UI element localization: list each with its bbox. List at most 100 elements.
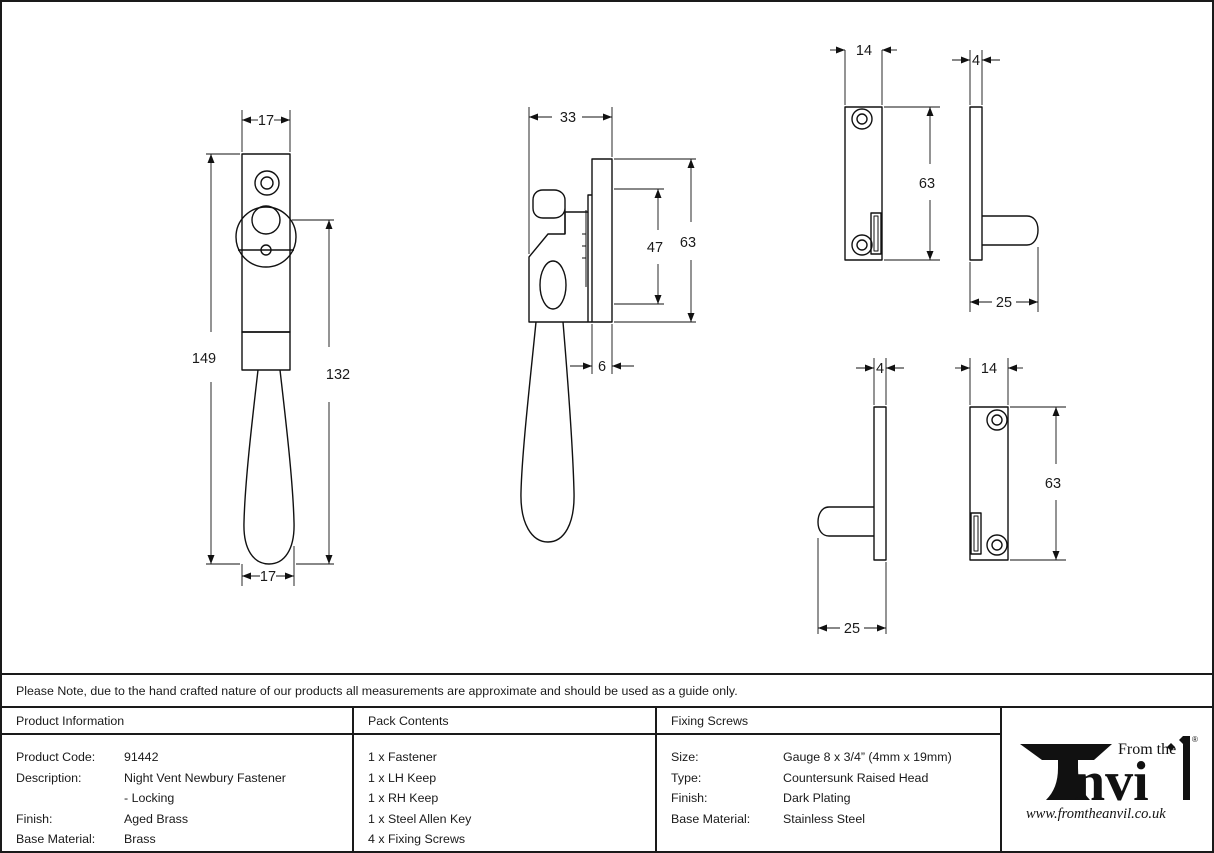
logo-website: www.fromtheanvil.co.uk bbox=[1026, 806, 1166, 822]
finish-value: Aged Brass bbox=[124, 811, 189, 826]
anvil-shape-icon bbox=[1020, 744, 1112, 800]
dim-side-projection bbox=[528, 107, 613, 254]
dim-keep-bottom-height bbox=[1010, 406, 1066, 561]
product-information-body: Product Code: 91442 Description: Night V… bbox=[2, 735, 352, 851]
drawing-svg: 17 17 149 132 33 6 47 63 14 4 63 25 4 25… bbox=[192, 43, 1066, 637]
dim-label-keep-bottom-projection: 25 bbox=[844, 621, 860, 637]
pack-item: 4 x Fixing Screws bbox=[368, 832, 466, 847]
product-code-label: Product Code: bbox=[16, 750, 96, 764]
fixing-screws-body: Size: Gauge 8 x 3/4” (4mm x 19mm) Type: … bbox=[657, 735, 1000, 851]
column-product-information: Product Information Product Code: 91442 … bbox=[2, 708, 354, 851]
pack-contents-body: 1 x Fastener 1 x LH Keep 1 x RH Keep 1 x… bbox=[354, 735, 655, 851]
from-the-anvil-logo: From the nvi www.fromtheanvil.co.uk ® bbox=[1016, 734, 1198, 826]
dim-side-latch-height bbox=[614, 188, 664, 305]
screw-row-base-material: Base Material: Stainless Steel bbox=[671, 809, 1000, 830]
column-pack-contents: Pack Contents 1 x Fastener 1 x LH Keep 1… bbox=[354, 708, 657, 851]
product-row-description: Description: Night Vent Newbury Fastener bbox=[16, 768, 352, 789]
screw-base-material-label: Base Material: bbox=[671, 811, 751, 826]
fixing-screws-heading-text: Fixing Screws bbox=[671, 713, 749, 728]
diamond-icon bbox=[1167, 743, 1175, 751]
screw-finish-label: Finish: bbox=[671, 791, 708, 806]
dim-keep-bottom-projection bbox=[817, 538, 887, 634]
dim-label-front-inner-height: 132 bbox=[326, 367, 350, 383]
column-fixing-screws: Fixing Screws Size: Gauge 8 x 3/4” (4mm … bbox=[657, 708, 1002, 851]
info-columns: Product Information Product Code: 91442 … bbox=[2, 708, 1212, 851]
dim-label-keep-bottom-thickness: 4 bbox=[876, 361, 884, 377]
dimension-labels: 17 17 149 132 33 6 47 63 14 4 63 25 4 25… bbox=[192, 43, 1061, 637]
product-row-description-cont: - Locking bbox=[16, 788, 352, 809]
logo-wordmark-nvi: nvi bbox=[1074, 751, 1149, 813]
measurement-note-text: Please Note, due to the hand crafted nat… bbox=[16, 683, 738, 698]
logo-tagline: From the bbox=[1118, 741, 1176, 758]
product-information-heading-text: Product Information bbox=[16, 713, 125, 728]
dim-label-side-latch-height: 47 bbox=[647, 240, 663, 256]
dim-front-overall-height bbox=[206, 153, 240, 565]
technical-drawing-area: 17 17 149 132 33 6 47 63 14 4 63 25 4 25… bbox=[2, 2, 1212, 674]
product-info-table: Please Note, due to the hand crafted nat… bbox=[2, 673, 1212, 851]
keep-top-profile-geometry bbox=[969, 106, 1039, 261]
product-row-base-material: Base Material: Brass bbox=[16, 829, 352, 850]
screw-finish-value: Dark Plating bbox=[783, 791, 851, 806]
screw-base-material-value: Stainless Steel bbox=[783, 811, 865, 826]
dim-label-keep-top-projection: 25 bbox=[996, 295, 1012, 311]
measurement-note-row: Please Note, due to the hand crafted nat… bbox=[2, 675, 1212, 708]
product-row-finish: Finish: Aged Brass bbox=[16, 809, 352, 830]
description-value-cont: - Locking bbox=[124, 791, 175, 806]
keep-top-face-geometry bbox=[844, 106, 883, 261]
base-material-label: Base Material: bbox=[16, 832, 96, 847]
dim-keep-bottom-width bbox=[955, 358, 1023, 405]
dim-label-front-width-bottom: 17 bbox=[260, 569, 276, 585]
fastener-front-geometry bbox=[235, 153, 297, 565]
dim-label-keep-top-height: 63 bbox=[919, 176, 935, 192]
screw-row-size: Size: Gauge 8 x 3/4” (4mm x 19mm) bbox=[671, 747, 1000, 768]
screw-type-value: Countersunk Raised Head bbox=[783, 770, 929, 785]
dim-side-plate-thickness bbox=[570, 324, 634, 374]
dim-front-inner-height bbox=[292, 219, 334, 565]
dim-label-side-plate-thickness: 6 bbox=[598, 359, 606, 375]
dim-keep-top-width bbox=[830, 46, 897, 105]
dim-front-width-bottom bbox=[241, 546, 295, 586]
description-value: Night Vent Newbury Fastener bbox=[124, 770, 286, 785]
pack-item: 1 x LH Keep bbox=[368, 770, 437, 785]
dim-keep-top-height bbox=[884, 106, 940, 261]
dim-label-keep-bottom-height: 63 bbox=[1045, 476, 1061, 492]
dim-label-front-width-top: 17 bbox=[258, 113, 274, 129]
dim-keep-top-projection bbox=[969, 247, 1039, 312]
dim-keep-bottom-thickness bbox=[856, 358, 904, 405]
anvil-l-stroke bbox=[1183, 736, 1190, 800]
product-code-value: 91442 bbox=[124, 750, 159, 764]
dim-label-side-plate-height: 63 bbox=[680, 235, 696, 251]
dim-label-keep-top-thickness: 4 bbox=[972, 53, 980, 69]
pack-item: 1 x RH Keep bbox=[368, 791, 439, 806]
anvil-l-serif bbox=[1179, 736, 1183, 744]
dim-label-keep-top-width: 14 bbox=[856, 43, 872, 59]
anvil-logo-svg: From the nvi www.fromtheanvil.co.uk ® bbox=[1020, 735, 1198, 822]
base-material-value: Brass bbox=[124, 832, 156, 847]
fixing-screws-heading: Fixing Screws bbox=[657, 708, 1000, 735]
registered-trademark-icon: ® bbox=[1192, 735, 1198, 744]
product-row-code: Product Code: 91442 bbox=[16, 747, 352, 768]
screw-row-finish: Finish: Dark Plating bbox=[671, 788, 1000, 809]
dim-label-side-projection: 33 bbox=[560, 110, 576, 126]
description-label: Description: bbox=[16, 770, 82, 785]
fastener-side-geometry bbox=[520, 158, 613, 543]
dim-keep-top-thickness bbox=[952, 50, 1000, 105]
description-label-cont bbox=[16, 788, 124, 809]
dim-side-plate-height bbox=[614, 158, 696, 323]
keep-bottom-profile-geometry bbox=[817, 406, 887, 561]
product-information-heading: Product Information bbox=[2, 708, 352, 735]
pack-contents-heading: Pack Contents bbox=[354, 708, 655, 735]
keep-bottom-face-geometry bbox=[969, 406, 1009, 561]
pack-contents-heading-text: Pack Contents bbox=[368, 713, 449, 728]
dim-label-front-overall-height: 149 bbox=[192, 351, 216, 367]
pack-item: 1 x Steel Allen Key bbox=[368, 811, 472, 826]
finish-label: Finish: bbox=[16, 811, 53, 826]
pack-item: 1 x Fastener bbox=[368, 750, 437, 764]
dim-label-keep-bottom-width: 14 bbox=[981, 361, 997, 377]
screw-size-label: Size: bbox=[671, 750, 699, 764]
screw-row-type: Type: Countersunk Raised Head bbox=[671, 768, 1000, 789]
screw-size-value: Gauge 8 x 3/4” (4mm x 19mm) bbox=[783, 750, 952, 764]
column-brand-logo: From the nvi www.fromtheanvil.co.uk ® bbox=[1002, 708, 1212, 851]
dim-front-width-top bbox=[241, 110, 291, 152]
